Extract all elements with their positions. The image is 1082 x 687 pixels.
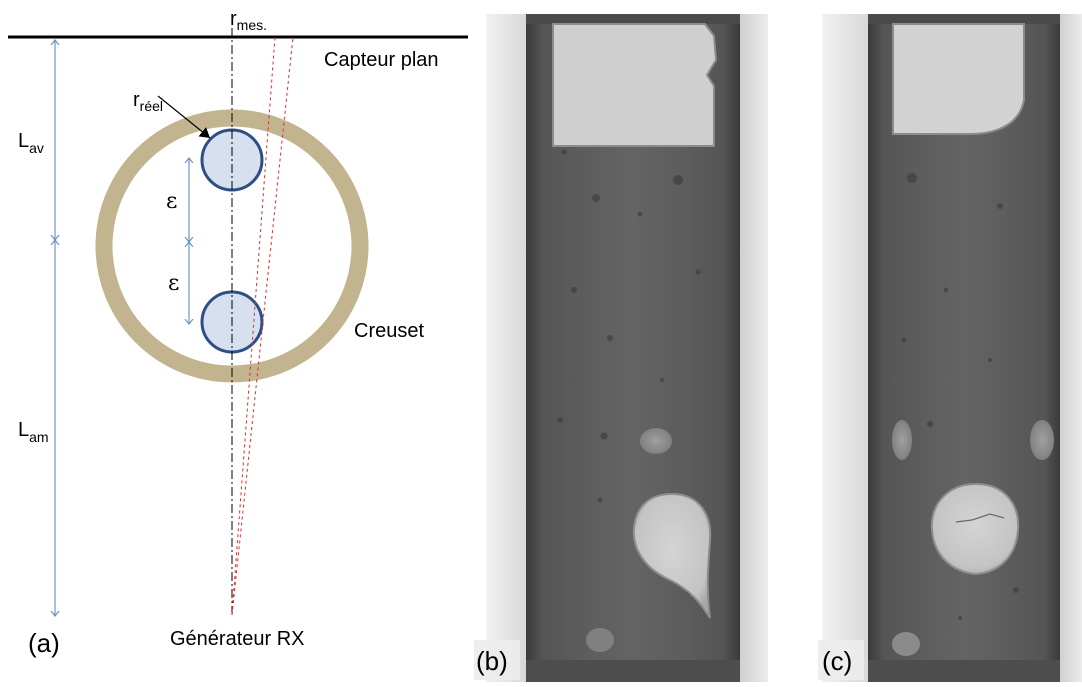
label-epsilon-top: ε <box>166 189 177 214</box>
radiograph-b-large-bubble <box>632 492 712 619</box>
radiograph-c-top-block <box>892 23 1025 135</box>
radiograph-b-top-block <box>552 23 718 147</box>
label-l-av: Lav <box>18 130 44 156</box>
panel-b-radiograph: (b) <box>474 14 768 682</box>
ray-line-1 <box>231 36 276 616</box>
radiograph-c-small-bubble-right <box>1030 420 1054 460</box>
radiograph-c-bottom-bubble <box>892 632 920 656</box>
radiograph-b-inclusions <box>557 149 701 595</box>
label-l-am: Lam <box>18 419 49 445</box>
label-creuset: Creuset <box>354 320 424 342</box>
panel-c-radiograph: (c) <box>818 14 1082 682</box>
label-generateur-rx: Générateur RX <box>170 628 305 650</box>
radiograph-c-inclusions <box>901 173 1019 620</box>
radiograph-b-left-edge <box>486 14 526 682</box>
radiograph-c-top-band <box>868 14 1060 24</box>
radiograph-b-bottom-bubble <box>586 628 614 652</box>
panel-label-b: (b) <box>476 646 508 676</box>
radiograph-b-bottom-band <box>526 660 740 682</box>
radiograph-c-label-bg <box>818 640 864 680</box>
radiograph-c-large-bubble <box>930 482 1020 576</box>
label-capteur-plan: Capteur plan <box>324 49 439 71</box>
radiograph-c-bottom-band <box>868 660 1060 682</box>
radiograph-b-right-edge <box>740 14 768 682</box>
panel-label-c: (c) <box>822 646 852 676</box>
radiograph-b-small-bubble <box>640 428 672 454</box>
ray-line-2 <box>231 36 294 616</box>
radiograph-c-left-edge <box>822 14 868 682</box>
radiograph-c-small-bubble-left <box>892 420 912 460</box>
radiograph-b-label-bg <box>474 640 520 680</box>
r-reel-pointer <box>157 95 211 139</box>
radiograph-c-right-edge <box>1060 14 1082 682</box>
label-epsilon-bottom: ε <box>168 271 179 296</box>
panel-a-schematic: rmes. Capteur plan rréel Lav ε ε Creuset… <box>8 8 468 658</box>
panel-label-a: (a) <box>28 628 60 658</box>
label-r-mes: rmes. <box>230 8 267 33</box>
radiograph-c-crack <box>955 513 1005 523</box>
radiograph-b-top-band <box>526 14 740 24</box>
label-r-reel: rréel <box>133 89 163 114</box>
